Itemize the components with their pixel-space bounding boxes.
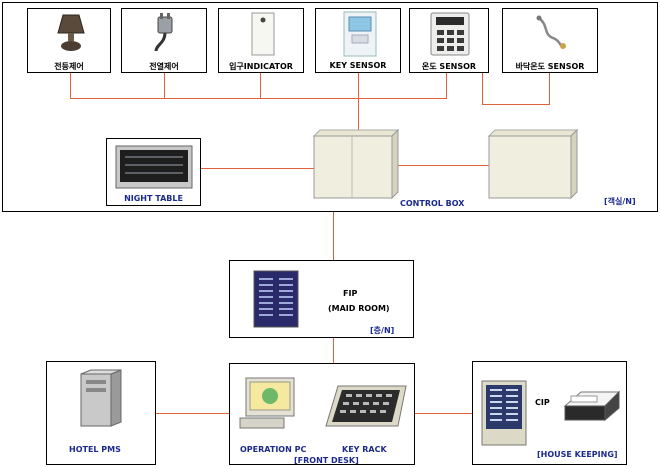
room-tag: [객실/N] <box>604 197 636 206</box>
fip-box: FIP (MAID ROOM) [층/N] <box>229 260 414 338</box>
floor-right-drop <box>549 73 550 105</box>
night-table-panel-icon <box>115 145 193 189</box>
power-plug-icon <box>154 13 173 52</box>
floor-sensor-icon <box>536 15 566 49</box>
hotel-pms-label: HOTEL PMS <box>69 445 121 454</box>
temperature-sensor-box: 온도 SENSOR <box>409 8 489 73</box>
floor-temperature-sensor-label: 바닥온도 SENSOR <box>515 62 585 71</box>
light-drop <box>70 73 71 99</box>
operation-pc-icon <box>239 377 295 429</box>
housekeeping-tag: [HOUSE KEEPING] <box>537 450 618 459</box>
floor-left-drop <box>482 73 483 105</box>
floor-temperature-sensor-box: 바닥온도 SENSOR <box>502 8 598 73</box>
frontdesk-to-housekeeping-wire <box>415 413 472 414</box>
fip-to-frontdesk-wire <box>333 338 334 363</box>
pms-to-frontdesk-wire <box>155 413 229 414</box>
floor-sensor-wire-h <box>482 104 549 105</box>
fip-panel-icon <box>253 270 299 328</box>
operation-pc-label: OPERATION PC <box>240 445 307 454</box>
entrance-indicator-box: 입구INDICATOR <box>218 8 304 73</box>
cip-label: CIP <box>535 398 550 407</box>
night-table-box: NIGHT TABLE <box>106 138 201 206</box>
power-control-label: 전열제어 <box>149 62 179 71</box>
fip-subtitle: (MAID ROOM) <box>328 304 390 313</box>
key-rack-icon <box>325 385 407 427</box>
temperature-sensor-label: 온도 SENSOR <box>421 62 477 71</box>
power-control-box: 전열제어 <box>121 8 207 73</box>
key-rack-label: KEY RACK <box>342 445 387 454</box>
light-control-box: 전등제어 <box>27 8 111 73</box>
housekeeping-box: CIP [HOUSE KEEPING] <box>472 361 627 465</box>
key-sensor-icon <box>343 11 377 57</box>
fip-title: FIP <box>343 289 358 298</box>
key-sensor-label: KEY SENSOR <box>329 61 387 70</box>
server-tower-icon <box>80 369 122 427</box>
hotel-pms-box: HOTEL PMS <box>46 361 156 465</box>
power-drop <box>164 73 165 99</box>
entrance-indicator-label: 입구INDICATOR <box>229 62 293 71</box>
key-drop <box>358 73 359 130</box>
thermostat-icon <box>430 12 470 56</box>
control-box-cabinet-icon <box>312 128 400 200</box>
printer-icon <box>563 390 621 422</box>
key-sensor-box: KEY SENSOR <box>315 8 401 73</box>
lamp-icon <box>57 14 85 51</box>
front-desk-box: OPERATION PC KEY RACK [FRONT DESK] <box>229 363 415 465</box>
night-table-wire <box>200 168 315 169</box>
control-box-label: CONTROL BOX <box>400 199 465 208</box>
light-control-label: 전등제어 <box>54 62 84 71</box>
fip-floor-tag: [층/N] <box>370 326 395 335</box>
night-table-label: NIGHT TABLE <box>124 194 183 203</box>
room-bus-wire <box>70 98 446 99</box>
cip-terminal-icon <box>481 380 527 446</box>
room-to-fip-wire <box>333 212 334 260</box>
front-desk-tag: [FRONT DESK] <box>294 456 359 465</box>
secondary-control-cabinet-icon <box>487 128 579 200</box>
temp-drop <box>446 73 447 99</box>
indicator-drop <box>260 73 261 99</box>
control-box-link-wire <box>396 165 490 166</box>
indicator-panel-icon <box>251 12 275 56</box>
